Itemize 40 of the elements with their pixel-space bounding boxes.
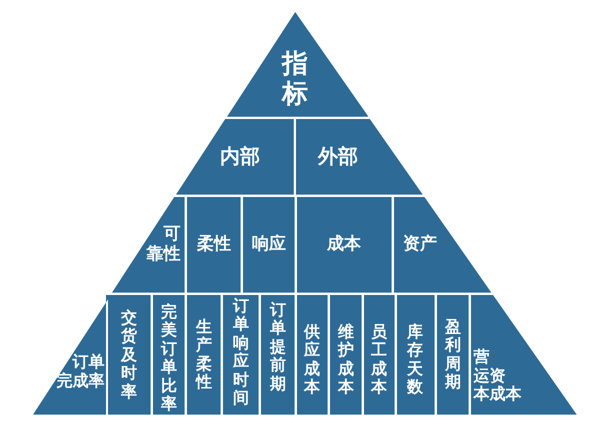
pyramid-segment xyxy=(187,295,221,415)
pyramid-segment xyxy=(397,295,435,415)
pyramid-segment xyxy=(297,295,328,415)
segment-label: 内部 xyxy=(219,145,260,168)
pyramid-segment xyxy=(176,119,294,195)
pyramid-segment xyxy=(32,295,111,415)
pyramid-segment xyxy=(330,295,362,415)
pyramid-apex xyxy=(226,12,368,117)
segment-label: 成本 xyxy=(326,234,362,255)
pyramid-segment xyxy=(108,295,151,415)
pyramid-segment xyxy=(297,197,392,293)
segment-label: 订单完成率 xyxy=(55,353,104,390)
pyramid-segment xyxy=(437,295,469,415)
pyramid-segment xyxy=(394,197,492,293)
pyramid-segment xyxy=(223,295,259,415)
segment-label: 交货及时率 xyxy=(120,308,138,401)
segment-label: 盈利周期 xyxy=(444,318,462,392)
pyramid-segment xyxy=(112,197,185,293)
segment-label: 订单提前期 xyxy=(269,300,286,393)
pyramid-segment xyxy=(296,119,423,195)
segment-label: 外部 xyxy=(317,145,358,168)
segment-label: 库存天数 xyxy=(406,322,424,397)
segment-label: 员工成本 xyxy=(370,322,388,397)
pyramid-segment xyxy=(243,197,295,293)
segment-label: 响应 xyxy=(251,234,286,255)
segment-label: 营运资本成本 xyxy=(473,348,522,404)
segment-label: 可靠性 xyxy=(145,225,180,265)
segment-label: 供应成本 xyxy=(303,322,320,397)
pyramid-segment xyxy=(153,295,185,415)
segment-label: 指标 xyxy=(281,50,308,110)
segment-label: 柔性 xyxy=(196,234,232,255)
pyramid-segment xyxy=(187,197,241,293)
pyramid-segment xyxy=(471,295,577,415)
segment-label: 完美订单比率 xyxy=(160,302,178,414)
segment-label: 维护成本 xyxy=(337,322,354,397)
pyramid-segment xyxy=(261,295,295,415)
pyramid-segment xyxy=(364,295,395,415)
segment-label: 订单响应时间 xyxy=(232,296,250,408)
segment-label: 资产 xyxy=(402,234,438,255)
segment-label: 生产柔性 xyxy=(195,318,212,392)
